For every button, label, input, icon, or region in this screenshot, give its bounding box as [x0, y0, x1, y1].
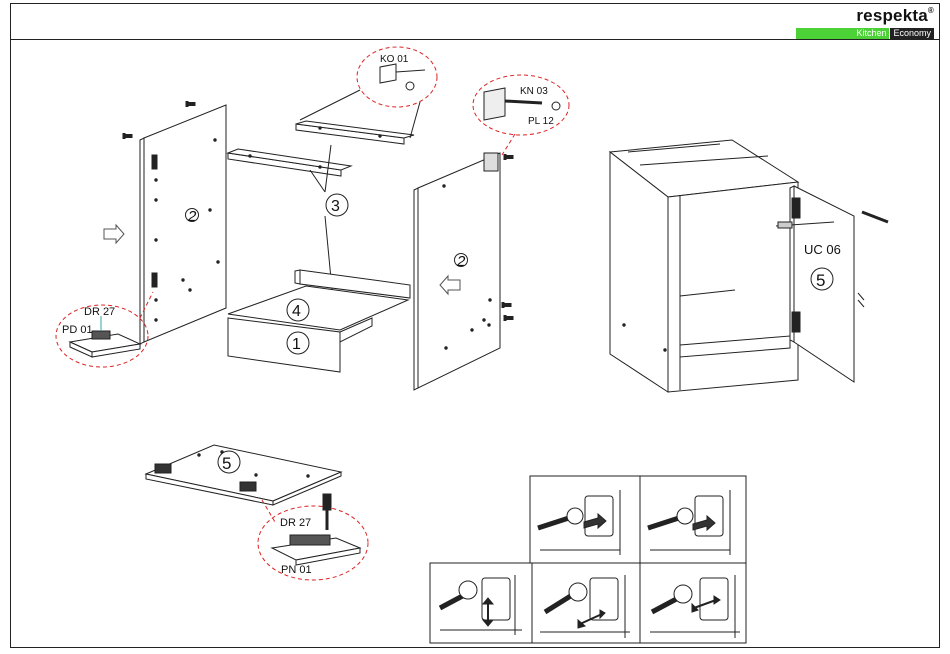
arrow-right-icon — [104, 225, 124, 243]
callout-kn: KN 03 — [520, 86, 548, 97]
part-number-door-assembled: 5 — [816, 271, 825, 290]
callout-uc: UC 06 — [804, 242, 841, 257]
hinge-plate-detail — [272, 494, 360, 565]
part-number-bottom: 1 — [292, 336, 301, 353]
right-side-panel — [414, 153, 513, 390]
callout-pl: PL 12 — [528, 116, 554, 127]
left-side-panel — [123, 102, 226, 345]
rail-top — [296, 121, 414, 144]
part-number-rails: 3 — [331, 198, 340, 215]
connector-detail — [380, 64, 425, 90]
part-number-side-right: 2 — [456, 253, 466, 270]
callout-dr-bottom: DR 27 — [280, 517, 311, 529]
part-number-door-flat: 5 — [222, 454, 231, 473]
rail-middle — [228, 149, 351, 176]
assembled-cabinet — [610, 140, 798, 392]
part-number-side-left: 2 — [187, 208, 197, 225]
callout-ko: KO 01 — [380, 54, 409, 65]
callout-pn: PN 01 — [281, 564, 312, 576]
part-number-shelf: 4 — [292, 303, 301, 320]
foot-detail — [70, 316, 140, 357]
door-flat-panel — [146, 445, 341, 505]
callout-pd: PD 01 — [62, 324, 93, 336]
callout-dr-top: DR 27 — [84, 306, 115, 318]
